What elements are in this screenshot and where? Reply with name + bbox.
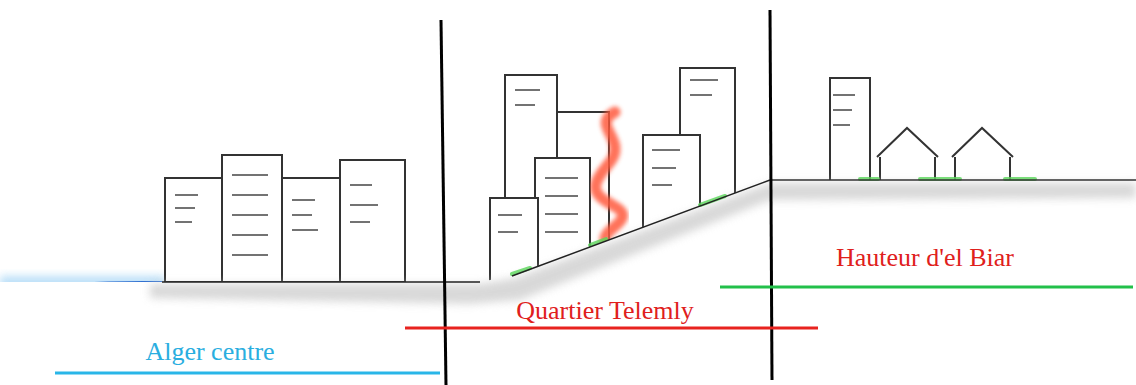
window-line — [292, 199, 315, 201]
window-line — [292, 229, 318, 231]
window-line — [545, 195, 578, 197]
zone-underline — [405, 327, 818, 330]
window-line — [350, 204, 378, 206]
window-line — [292, 214, 312, 216]
window-line — [498, 214, 522, 216]
building — [165, 178, 225, 282]
window-line — [545, 213, 578, 215]
zone-label: Hauteur d'el Biar — [833, 243, 1017, 273]
ground-line — [162, 281, 480, 283]
window-line — [545, 177, 578, 179]
window-line — [545, 231, 578, 233]
window-line — [833, 124, 850, 126]
window-line — [652, 149, 680, 151]
building — [282, 178, 344, 282]
ground-fill — [0, 180, 1136, 385]
zone-divider — [770, 10, 772, 380]
house-roof — [877, 128, 938, 157]
window-line — [232, 234, 268, 236]
zone-underline — [55, 372, 440, 375]
window-line — [652, 167, 676, 169]
window-line — [175, 207, 195, 209]
window-line — [652, 184, 672, 186]
window-line — [232, 254, 268, 256]
window-line — [515, 104, 535, 106]
window-line — [515, 89, 540, 91]
grass-patches — [512, 179, 1035, 274]
window-line — [232, 214, 268, 216]
plateau-line — [770, 179, 1136, 181]
ground-shadow — [150, 183, 1136, 304]
window-line — [175, 194, 198, 196]
building — [340, 160, 405, 282]
window-line — [350, 221, 370, 223]
building — [830, 78, 870, 181]
slope-line — [512, 180, 770, 276]
centre-buildings — [165, 155, 405, 282]
zone-divider — [441, 20, 446, 385]
window-lines — [833, 95, 855, 125]
zone-label: Alger centre — [142, 337, 277, 367]
window-line — [350, 184, 372, 186]
window-line — [690, 79, 718, 81]
window-line — [690, 94, 712, 96]
window-line — [498, 231, 518, 233]
window-lines — [175, 175, 378, 255]
window-line — [833, 109, 852, 111]
window-line — [175, 221, 192, 223]
window-line — [232, 174, 268, 176]
zone-underline — [720, 286, 1133, 289]
house-roof — [952, 128, 1013, 157]
elbiar-buildings — [830, 78, 1013, 181]
path-squiggle — [596, 112, 623, 242]
window-line — [232, 194, 268, 196]
window-line — [833, 94, 855, 96]
zone-label: Quartier Telemly — [513, 296, 696, 326]
building — [222, 155, 282, 282]
house — [955, 155, 1010, 181]
